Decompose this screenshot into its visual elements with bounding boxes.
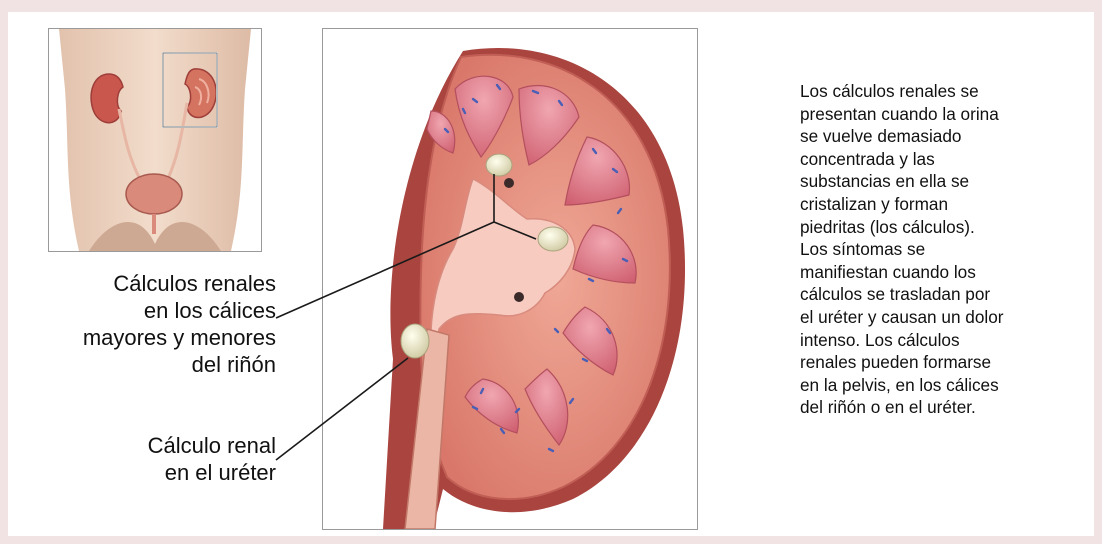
label-line: del riñón: [83, 351, 276, 378]
label-line: en los cálices: [83, 297, 276, 324]
description-line: manifiestan cuando los: [800, 261, 1090, 284]
description-line: Los cálculos renales se: [800, 80, 1090, 103]
description-line: piedritas (los cálculos).: [800, 216, 1090, 239]
label-line: en el uréter: [148, 459, 276, 486]
description-line: se vuelve demasiado: [800, 125, 1090, 148]
description-line: el uréter y causan un dolor: [800, 306, 1090, 329]
description-line: cálculos se trasladan por: [800, 283, 1090, 306]
description-line: substancias en ella se: [800, 170, 1090, 193]
description-line: Los síntomas se: [800, 238, 1090, 261]
label-line: Cálculos renales: [83, 270, 276, 297]
description-line: en la pelvis, en los cálices: [800, 374, 1090, 397]
description-line: cristalizan y forman: [800, 193, 1090, 216]
calyx-stones-label: Cálculos renales en los cálices mayores …: [83, 270, 276, 378]
description-text: Los cálculos renales se presentan cuando…: [800, 80, 1090, 419]
label-line: mayores y menores: [83, 324, 276, 351]
description-line: renales pueden formarse: [800, 351, 1090, 374]
description-line: del riñón o en el uréter.: [800, 396, 1090, 419]
label-line: Cálculo renal: [148, 432, 276, 459]
description-line: presentan cuando la orina: [800, 103, 1090, 126]
description-line: intenso. Los cálculos: [800, 329, 1090, 352]
description-line: concentrada y las: [800, 148, 1090, 171]
ureter-stone-label: Cálculo renal en el uréter: [148, 432, 276, 486]
